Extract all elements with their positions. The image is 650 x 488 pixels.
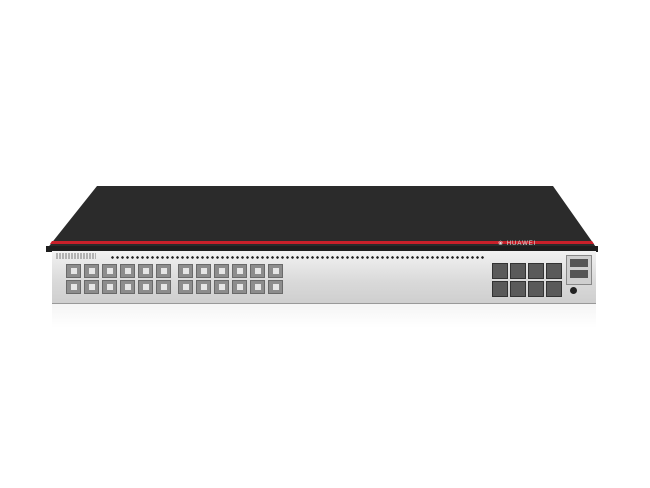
- rj45-port: [84, 264, 99, 278]
- rj45-port: [178, 264, 193, 278]
- red-stripe: [50, 241, 594, 244]
- rj45-port: [196, 264, 211, 278]
- rj45-port: [138, 280, 153, 294]
- rj45-port: [138, 264, 153, 278]
- sfp-ports: [492, 263, 562, 297]
- reset-button: [570, 287, 577, 294]
- sfp-port: [546, 281, 562, 297]
- sfp-port: [528, 281, 544, 297]
- switch-chassis-top: [46, 186, 598, 252]
- huawei-logo: ❀ HUAWEI: [498, 241, 537, 247]
- vent-holes: [110, 256, 486, 259]
- sfp-port: [492, 281, 508, 297]
- rj45-port: [232, 264, 247, 278]
- rj45-port: [66, 264, 81, 278]
- sfp-port: [510, 263, 526, 279]
- rj45-port: [214, 280, 229, 294]
- rj45-port: [102, 264, 117, 278]
- rj45-port: [178, 280, 193, 294]
- rj45-port: [250, 264, 265, 278]
- rj45-port: [156, 264, 171, 278]
- sfp-port: [510, 281, 526, 297]
- rj45-port: [268, 280, 283, 294]
- sfp-port: [528, 263, 544, 279]
- rj45-port: [120, 264, 135, 278]
- rj45-port: [102, 280, 117, 294]
- rj45-port: [156, 280, 171, 294]
- console-port: [566, 255, 592, 285]
- rj45-port: [232, 280, 247, 294]
- sfp-port: [546, 263, 562, 279]
- rj45-port: [66, 280, 81, 294]
- model-label: [56, 253, 96, 259]
- rj45-port: [196, 280, 211, 294]
- reflection: [52, 304, 596, 328]
- rj45-port: [250, 280, 265, 294]
- front-panel: [52, 251, 596, 304]
- rj45-group-2: [178, 264, 284, 294]
- rj45-port: [120, 280, 135, 294]
- rj45-group-1: [66, 264, 172, 294]
- chassis-lip: [46, 246, 598, 252]
- rj45-port: [214, 264, 229, 278]
- sfp-port: [492, 263, 508, 279]
- rj45-port: [84, 280, 99, 294]
- chassis-top-cover: [46, 186, 598, 250]
- rj45-port: [268, 264, 283, 278]
